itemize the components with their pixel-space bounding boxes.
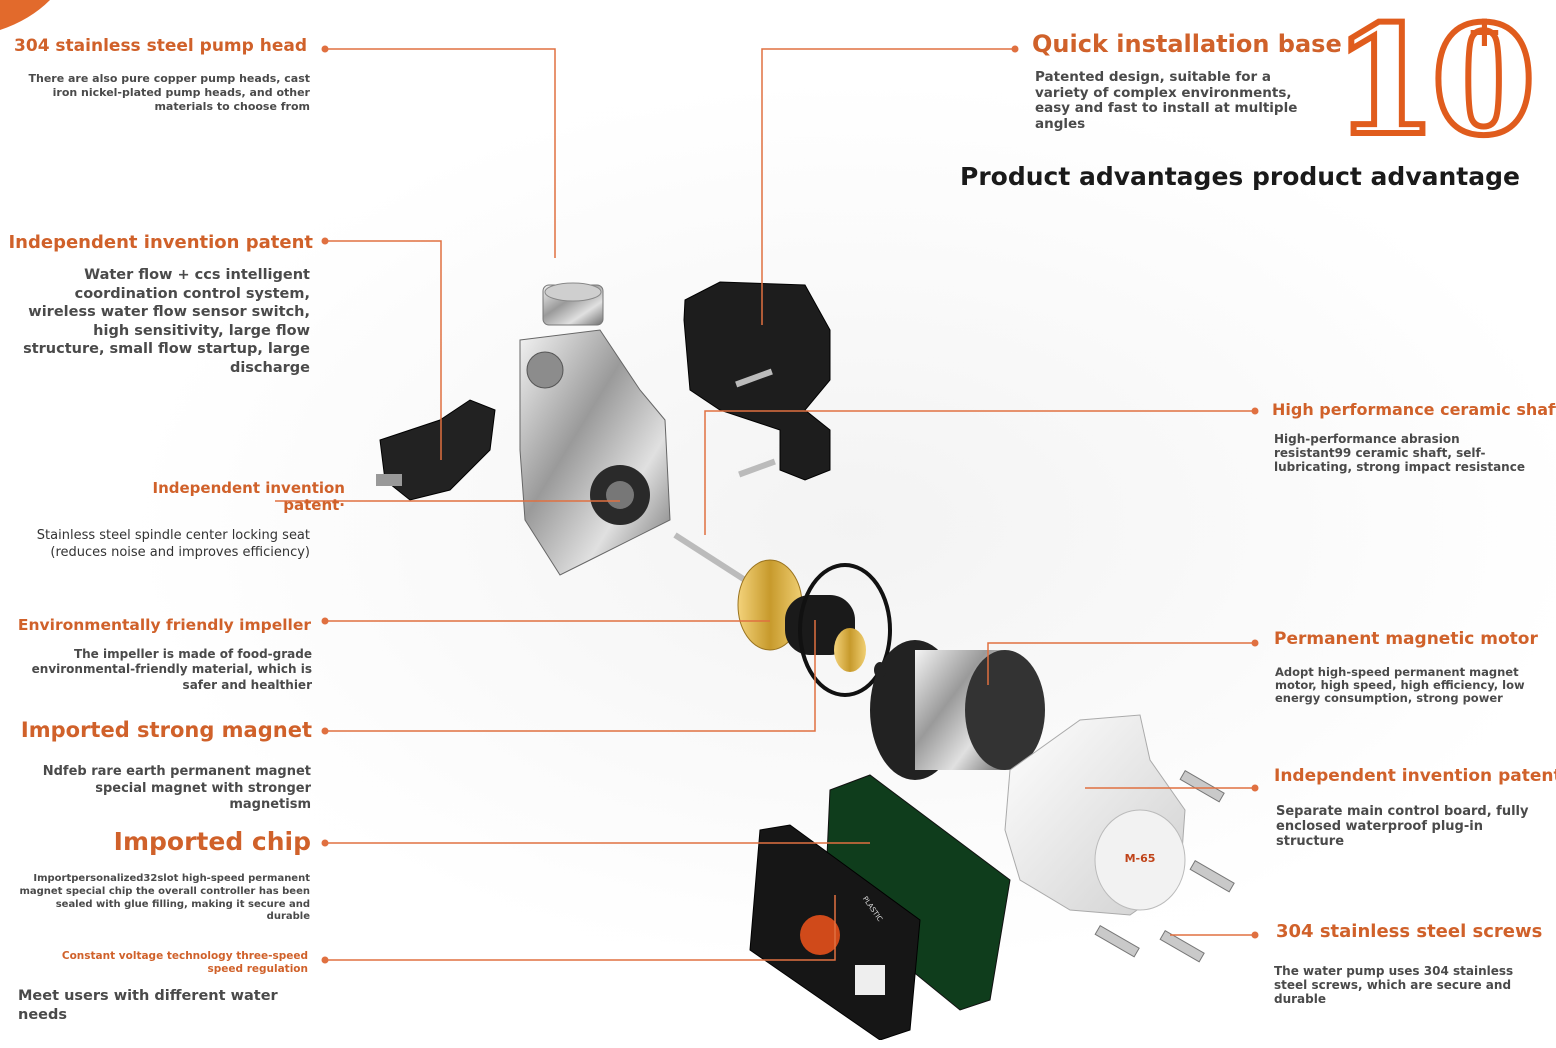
callout-title-ceramic-shaft: High performance ceramic shaft bbox=[1272, 400, 1556, 419]
headline: Product advantages product advantage bbox=[960, 162, 1520, 191]
callout-title-chip: Imported chip bbox=[113, 827, 311, 856]
callout-desc-patent-left-1: Water flow + ccs intelligent coordinatio… bbox=[23, 267, 310, 376]
badge-number: 10 bbox=[1330, 0, 1539, 169]
callout-desc-screws: The water pump uses 304 stainless steel … bbox=[1274, 964, 1514, 1006]
badge: 10 bbox=[1330, 3, 1539, 159]
seal-ring bbox=[874, 662, 886, 678]
corner-decoration bbox=[0, 0, 50, 30]
flow-sensor-part bbox=[376, 399, 496, 501]
callout-desc-impeller: The impeller is made of food-grade envir… bbox=[31, 647, 312, 692]
motor-model-label: M-65 bbox=[1125, 852, 1156, 865]
impeller-part bbox=[737, 559, 892, 697]
ceramic-shaft-part bbox=[673, 532, 747, 583]
callout-desc-patent-right: Separate main control board, fully enclo… bbox=[1276, 804, 1529, 849]
callout-desc-ceramic-shaft: High-performance abrasion resistant99 ce… bbox=[1274, 432, 1525, 474]
screws-part bbox=[1094, 769, 1235, 963]
callout-title-voltage: Constant voltage technology three-speed … bbox=[61, 950, 308, 975]
callout-desc-patent-left-2: Stainless steel spindle center locking s… bbox=[36, 528, 310, 560]
callout-title-motor: Permanent magnetic motor bbox=[1274, 629, 1538, 649]
callout-title-impeller: Environmentally friendly impeller bbox=[17, 616, 311, 634]
callout-title-install-base: Quick installation base bbox=[1032, 30, 1342, 58]
callout-desc-magnet: Ndfeb rare earth permanent magnet specia… bbox=[42, 764, 311, 813]
callout-desc-pump-head: There are also pure copper pump heads, c… bbox=[28, 72, 311, 114]
installation-base-part bbox=[683, 281, 831, 481]
badge-plus: + bbox=[1466, 6, 1503, 57]
callout-desc-install-base: Patented design, suitable for a variety … bbox=[1035, 69, 1298, 132]
pump-head-part bbox=[519, 282, 671, 576]
callout-title-patent-right: Independent invention patent bbox=[1274, 766, 1556, 786]
callout-title-pump-head: 304 stainless steel pump head bbox=[14, 36, 307, 56]
callout-desc-chip: Importpersonalized32slot high-speed perm… bbox=[19, 873, 310, 923]
pump-exploded-illustration: M-65 bbox=[376, 281, 1235, 1040]
callout-desc-motor: Adopt high-speed permanent magnet motor,… bbox=[1275, 665, 1525, 706]
callout-title-screws: 304 stainless steel screws bbox=[1276, 921, 1543, 942]
motor-part: M-65 bbox=[870, 640, 1186, 916]
callout-desc-voltage: Meet users with different water needs bbox=[18, 988, 278, 1023]
callout-title-patent-left-2: Independent invention patent· bbox=[152, 479, 346, 514]
callout-title-magnet: Imported strong magnet bbox=[20, 718, 312, 742]
callout-title-patent-left-1: Independent invention patent bbox=[8, 232, 313, 253]
